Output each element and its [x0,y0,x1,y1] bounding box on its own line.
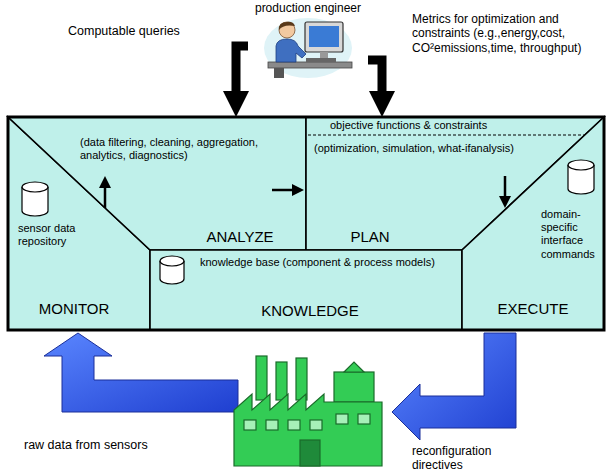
label-slot: Computable queries [68,24,198,39]
text-slot: production engineer [248,1,368,15]
database-icon [22,182,48,216]
region-title: PLAN [320,228,420,246]
flow-arrow-small [504,176,507,198]
frame-border [8,117,604,330]
text-slot: domain-specific interface commands [541,208,601,261]
monitor-region: sensor data repositoryMONITOR [8,117,150,330]
factory-icon [234,356,382,466]
region-text: (optimization, simulation, what-ifanalys… [314,142,524,155]
region-text: knowledge base (component & process mode… [200,256,450,269]
region-shape [462,117,604,330]
flow-label: raw data from sensors [24,438,184,453]
label-slot: raw data from sensors [24,438,184,453]
database-icon [568,160,594,194]
flow-arrow [44,333,238,412]
text-slot: ANALYZE [180,228,300,246]
text-slot: knowledge base (component & process mode… [200,256,450,269]
flow-arrow [392,333,516,440]
engineer-icon [264,18,352,78]
region-text: production engineer [248,1,368,15]
region-text: objective functions & constraints [330,119,580,132]
region-text: (data filtering, cleaning, aggregation, … [80,136,298,162]
region-title: ANALYZE [180,228,300,246]
connector-label: Metrics for optimization and constraints… [412,12,582,55]
region-text: domain-specific interface commands [541,208,601,261]
connector-label: Computable queries [68,24,198,39]
flow-arrow-small [272,189,294,192]
database-icon [160,256,184,284]
actor-node: production engineer [248,0,368,80]
text-slot: PLAN [320,228,420,246]
flow-label: reconfiguration directives [412,444,507,473]
text-slot: EXECUTE [470,300,596,318]
text-slot: objective functions & constraints [330,119,580,132]
text-slot: KNOWLEDGE [230,302,390,320]
region-title: KNOWLEDGE [230,302,390,320]
region-text: sensor data repository [18,222,80,248]
text-slot: (data filtering, cleaning, aggregation, … [80,136,298,162]
text-slot: sensor data repository [18,222,80,248]
thick-arrow [236,46,248,96]
region-shape [8,117,306,250]
label-slot: reconfiguration directives [412,444,507,473]
flow-arrow-small [104,186,107,208]
text-slot: (optimization, simulation, what-ifanalys… [314,142,524,155]
text-slot: MONITOR [14,300,134,318]
thick-arrow [368,60,382,96]
region-title: MONITOR [14,300,134,318]
knowledge-region: knowledge base (component & process mode… [150,250,462,330]
region-title: EXECUTE [470,300,596,318]
region-shape [150,250,462,330]
label-slot: Metrics for optimization and constraints… [412,12,582,55]
